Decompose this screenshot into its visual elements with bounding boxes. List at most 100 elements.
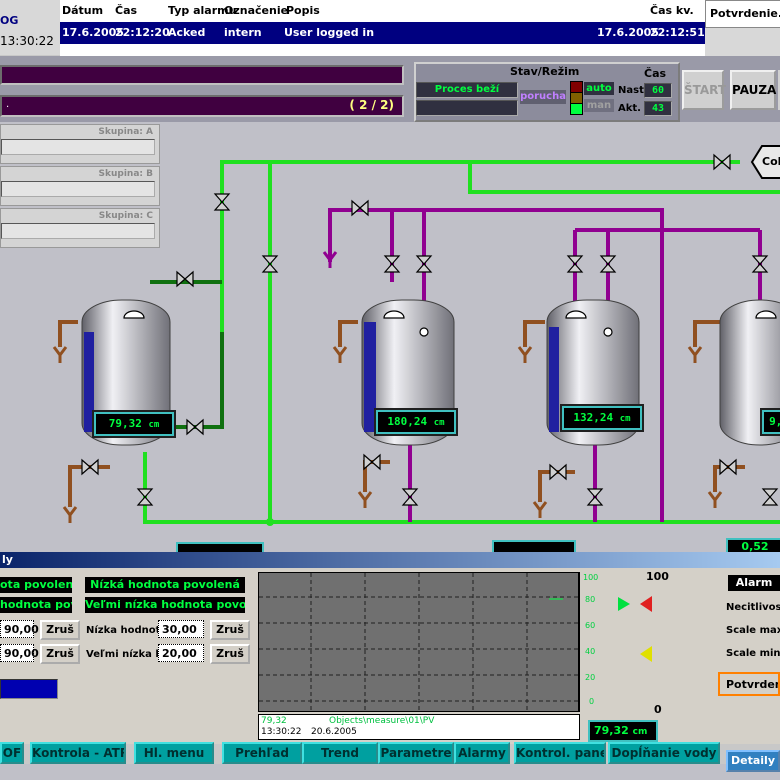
confirm-button[interactable]: Potvrdenie: [718, 672, 780, 696]
low-value-label: Nízka hodnota: [86, 625, 168, 636]
fault-indicator: porucha: [520, 90, 566, 104]
group-a-label: Skupina: A: [98, 127, 153, 137]
very-low-value-label: Veľmi nízka hod.: [86, 649, 181, 660]
alarm-empty-row: [60, 44, 705, 56]
pause-button[interactable]: PAUZA: [730, 70, 776, 110]
nav-alarms[interactable]: Alarmy: [454, 742, 510, 764]
trend-footer-tag: Objects\measure\01\PV: [329, 716, 435, 726]
col-time: Čas: [115, 4, 138, 17]
page-indicator: ( 2 / 2): [349, 98, 394, 112]
alarm-time: 22:12:20: [115, 26, 170, 39]
tank-3-level: 132,24 cm: [562, 406, 642, 430]
start-button[interactable]: ŠTART: [682, 70, 726, 110]
nav-trend[interactable]: Trend: [302, 742, 378, 764]
nav-water-refill[interactable]: Dopĺňanie vody: [608, 742, 720, 764]
col-label: Col: [762, 155, 780, 168]
current-value-display: 79,32 cm: [588, 720, 658, 742]
process-status: Proces beží: [416, 82, 518, 98]
details-button[interactable]: Detaily: [726, 750, 780, 772]
col-desc: Popis: [286, 4, 320, 17]
time-label: Čas: [644, 67, 667, 80]
mode-auto[interactable]: auto: [584, 82, 614, 95]
set-value: 60: [644, 83, 672, 98]
tank-4-level: 9,4: [762, 410, 780, 434]
low-enabled-label[interactable]: Nízká hodnota povolená: [85, 577, 245, 593]
col-tag: Označenie: [224, 4, 289, 17]
very-low-enabled-label[interactable]: Veľmi nízka hodnota povolená: [85, 597, 245, 613]
nav-control-panel[interactable]: Kontrol. panel: [514, 742, 606, 764]
alarm-tag: intern: [224, 26, 262, 39]
group-a[interactable]: Skupina: A: [0, 124, 160, 164]
tank-1-level: 79,32 cm: [94, 412, 174, 436]
high-enabled-label[interactable]: ota povolená: [0, 577, 72, 593]
very-low-cancel-button[interactable]: Zruš: [210, 644, 250, 664]
nav-overview[interactable]: Prehľad: [222, 742, 302, 764]
trend-grid: [259, 573, 580, 711]
trend-footer-time: 13:30:22: [261, 727, 302, 737]
very-high-value-input[interactable]: 90,00: [0, 644, 39, 662]
group-c-label: Skupina: C: [98, 211, 153, 221]
low-cancel-button[interactable]: Zruš: [210, 620, 250, 640]
scale-max-label: Scale max.: [726, 625, 780, 636]
trend-footer: 79,32 Objects\measure\01\PV 13:30:22 20.…: [258, 714, 580, 740]
tick-0: 0: [589, 697, 595, 706]
trend-footer-date: 20.6.2005: [311, 727, 357, 737]
logo-text: OG: [0, 14, 19, 27]
alarm-date: 17.6.2005: [62, 26, 124, 39]
progress-field: [0, 679, 58, 699]
alarm-desc: User logged in: [284, 26, 375, 39]
alarm-type: Acked: [168, 26, 206, 39]
tank-2-level: 180,24 cm: [376, 410, 456, 434]
col-type: Typ alarmu: [168, 4, 237, 17]
clock: 13:30:22: [0, 34, 54, 48]
nav-of[interactable]: OF: [0, 742, 24, 764]
alarm-ack-date: 17.6.2005: [597, 26, 659, 39]
next-button-edge: [778, 70, 780, 110]
tick-60: 60: [585, 621, 596, 630]
mode-man[interactable]: man: [584, 99, 614, 112]
trend-graph: 100 80 60 40 20 0: [258, 572, 598, 712]
confirm-top-button[interactable]: Potvrdenie. ak: [705, 0, 780, 28]
very-high-cancel-button[interactable]: Zruš: [40, 644, 80, 664]
group-b[interactable]: Skupina: B: [0, 166, 160, 206]
confirm-top-label: Potvrdenie. ak: [710, 7, 780, 20]
alarm-row[interactable]: 17.6.2005 22:12:20 Acked intern User log…: [60, 22, 705, 44]
tick-20: 20: [585, 673, 596, 682]
process-status-2: [416, 100, 518, 116]
logo-area: OG 13:30:22: [0, 0, 60, 55]
act-value: 43: [644, 101, 672, 116]
alarm-label: Alarm: [728, 575, 780, 591]
very-low-value-input[interactable]: 20,00: [158, 644, 204, 662]
dialog-title: ly: [2, 553, 13, 566]
nav-parameters[interactable]: Parametre: [378, 742, 454, 764]
tick-40: 40: [585, 647, 596, 656]
high-limit-marker-icon: [640, 596, 652, 612]
graph-min-label: 0: [654, 703, 662, 716]
insensitivity-label: Necitlivosť: [726, 602, 780, 613]
trend-footer-value: 79,32: [261, 716, 287, 726]
low-limit-marker-icon: [640, 646, 652, 662]
low-value-input[interactable]: 30,00: [158, 620, 204, 638]
dialog-title-bar: ly: [0, 552, 780, 568]
high-cancel-button[interactable]: Zruš: [40, 620, 80, 640]
nav-kontrola-atr[interactable]: Kontrola - ATR: [30, 742, 126, 764]
tick-100: 100: [583, 573, 599, 582]
bottom-strip: [0, 764, 780, 780]
alarm-table-header: Dátum Čas Typ alarmu Označenie Popis Čas…: [60, 0, 705, 22]
col-ack-time: Čas kv.: [650, 4, 694, 17]
group-c[interactable]: Skupina: C: [0, 208, 160, 248]
nav-main-menu[interactable]: Hl. menu: [134, 742, 214, 764]
alarm-ack-time: 22:12:51: [650, 26, 705, 39]
group-b-label: Skupina: B: [98, 169, 153, 179]
piping-diagram: [52, 145, 780, 526]
scale-min-label: Scale min.: [726, 648, 780, 659]
very-high-enabled-label[interactable]: hodnota povolená: [0, 597, 72, 613]
state-title: Stav/Režim: [510, 65, 580, 78]
current-value-marker-icon: [618, 597, 630, 611]
act-label: Akt.: [618, 103, 641, 114]
high-value-input[interactable]: 90,00: [0, 620, 39, 638]
state-mode-panel: Stav/Režim Proces beží porucha auto man …: [414, 62, 680, 122]
set-label: Nast: [618, 85, 644, 96]
col-date: Dátum: [62, 4, 104, 17]
message-bar-1: [0, 65, 404, 85]
